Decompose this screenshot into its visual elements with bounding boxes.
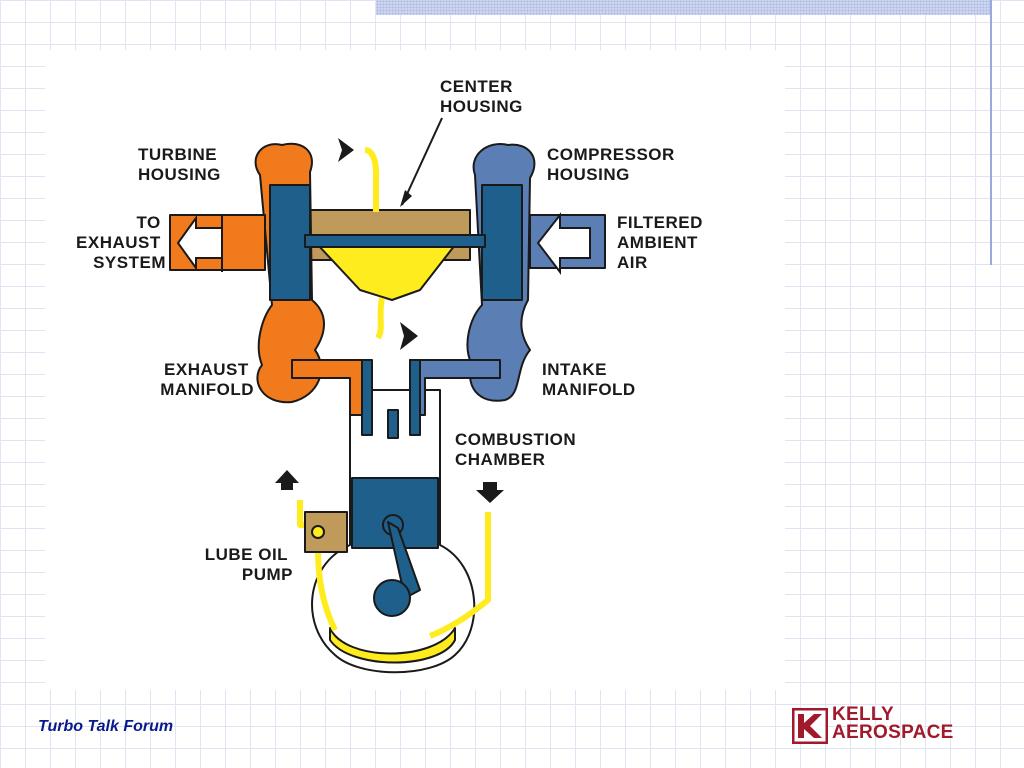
connecting-rod [387,521,421,599]
logo-line-aerospace: AEROSPACE [832,722,954,743]
rotor-shaft [304,234,486,248]
label-to-exhaust-system: TO EXHAUST SYSTEM [76,213,166,272]
exhaust-valve [361,359,373,436]
crankshaft [373,579,411,617]
intake-flow-arrow [536,212,591,275]
diagram-labels: CENTER HOUSING TURBINE HOUSING COMPRESSO… [76,77,708,584]
compressor-wheel [481,184,523,301]
side-decorative-rule [990,0,992,265]
logo-text: KELLY AEROSPACE [832,704,954,743]
spark-rod [387,409,399,439]
lube-oil-pump-gear [311,525,325,539]
center-housing-pointer [401,117,443,206]
label-exhaust-manifold: EXHAUST MANIFOLD [160,360,254,399]
oil-down-arrow [476,482,504,503]
top-decorative-band [376,0,990,15]
oil-feed-line [364,147,379,212]
kelly-aerospace-logo: KELLY AEROSPACE [792,704,972,746]
label-center-housing: CENTER HOUSING [440,77,523,116]
kelly-logo-mark [792,708,828,744]
logo-line-kelly: KELLY [832,704,895,725]
oil-out-arrow [400,322,418,350]
label-lube-oil-pump: LUBE OIL PUMP [205,545,293,584]
label-filtered-ambient-air: FILTERED AMBIENT AIR [617,213,708,272]
oil-in-arrow [338,138,354,162]
footer-text: Turbo Talk Forum [38,718,174,735]
center-housing-pointer-head [400,190,412,207]
label-compressor-housing: COMPRESSOR HOUSING [547,145,680,184]
diagram-artwork [169,142,606,674]
intake-valve [409,359,421,436]
turbine-wheel [269,184,311,301]
oil-drain-line [375,297,385,340]
label-combustion-chamber: COMBUSTION CHAMBER [455,430,581,469]
flow-arrows [176,117,591,503]
label-intake-manifold: INTAKE MANIFOLD [542,360,636,399]
exhaust-flow-arrow [176,214,223,272]
oil-sump [329,627,456,664]
oil-up-arrow [275,470,299,490]
label-turbine-housing: TURBINE HOUSING [138,145,222,184]
center-housing-oil [317,244,456,301]
oil-return-line [428,512,491,639]
